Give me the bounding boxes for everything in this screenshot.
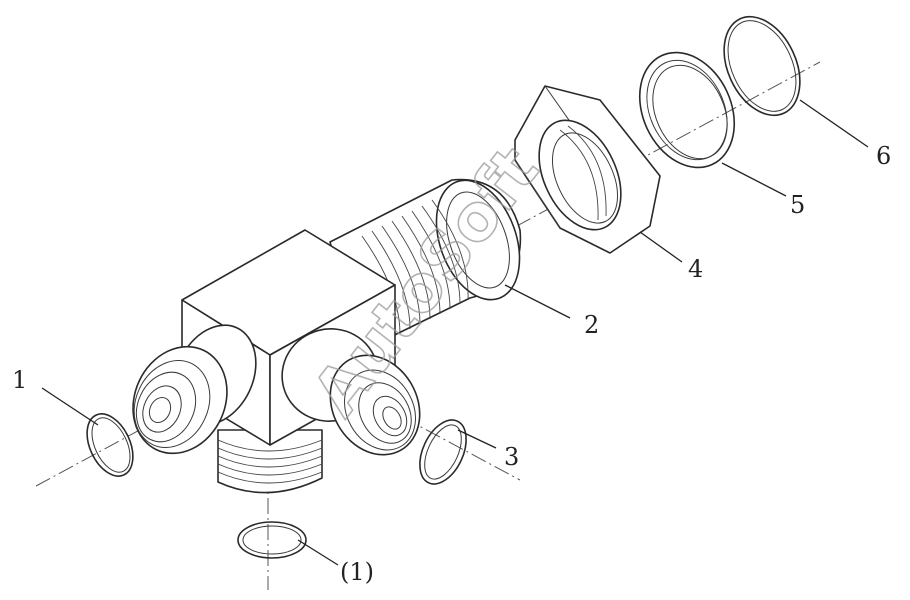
washer-5 bbox=[638, 51, 736, 169]
o-ring-6 bbox=[723, 15, 801, 117]
hex-nut-4 bbox=[514, 85, 661, 254]
callout-1-paren: (1) bbox=[340, 558, 374, 586]
callout-1: 1 bbox=[12, 366, 27, 394]
callout-6: 6 bbox=[876, 142, 891, 170]
side-port bbox=[281, 328, 421, 456]
leader-4 bbox=[639, 231, 683, 263]
callout-5: 5 bbox=[790, 191, 805, 219]
leader-1 bbox=[41, 387, 99, 426]
left-port bbox=[132, 324, 257, 455]
callout-labels: 1 (1) 2 3 4 5 6 bbox=[12, 142, 891, 586]
leader-3 bbox=[457, 429, 497, 449]
leader-lines bbox=[41, 99, 869, 566]
o-ring-1 bbox=[86, 413, 134, 477]
callout-2: 2 bbox=[584, 311, 599, 339]
callout-3: 3 bbox=[504, 443, 519, 471]
leader-5 bbox=[721, 162, 787, 197]
o-ring-3 bbox=[419, 419, 467, 485]
o-ring-1-paren bbox=[237, 521, 307, 559]
leader-2 bbox=[504, 284, 571, 319]
leader-6 bbox=[799, 99, 869, 148]
leader-1p bbox=[297, 539, 339, 566]
callout-4: 4 bbox=[688, 255, 703, 283]
bottom-port bbox=[217, 429, 323, 494]
